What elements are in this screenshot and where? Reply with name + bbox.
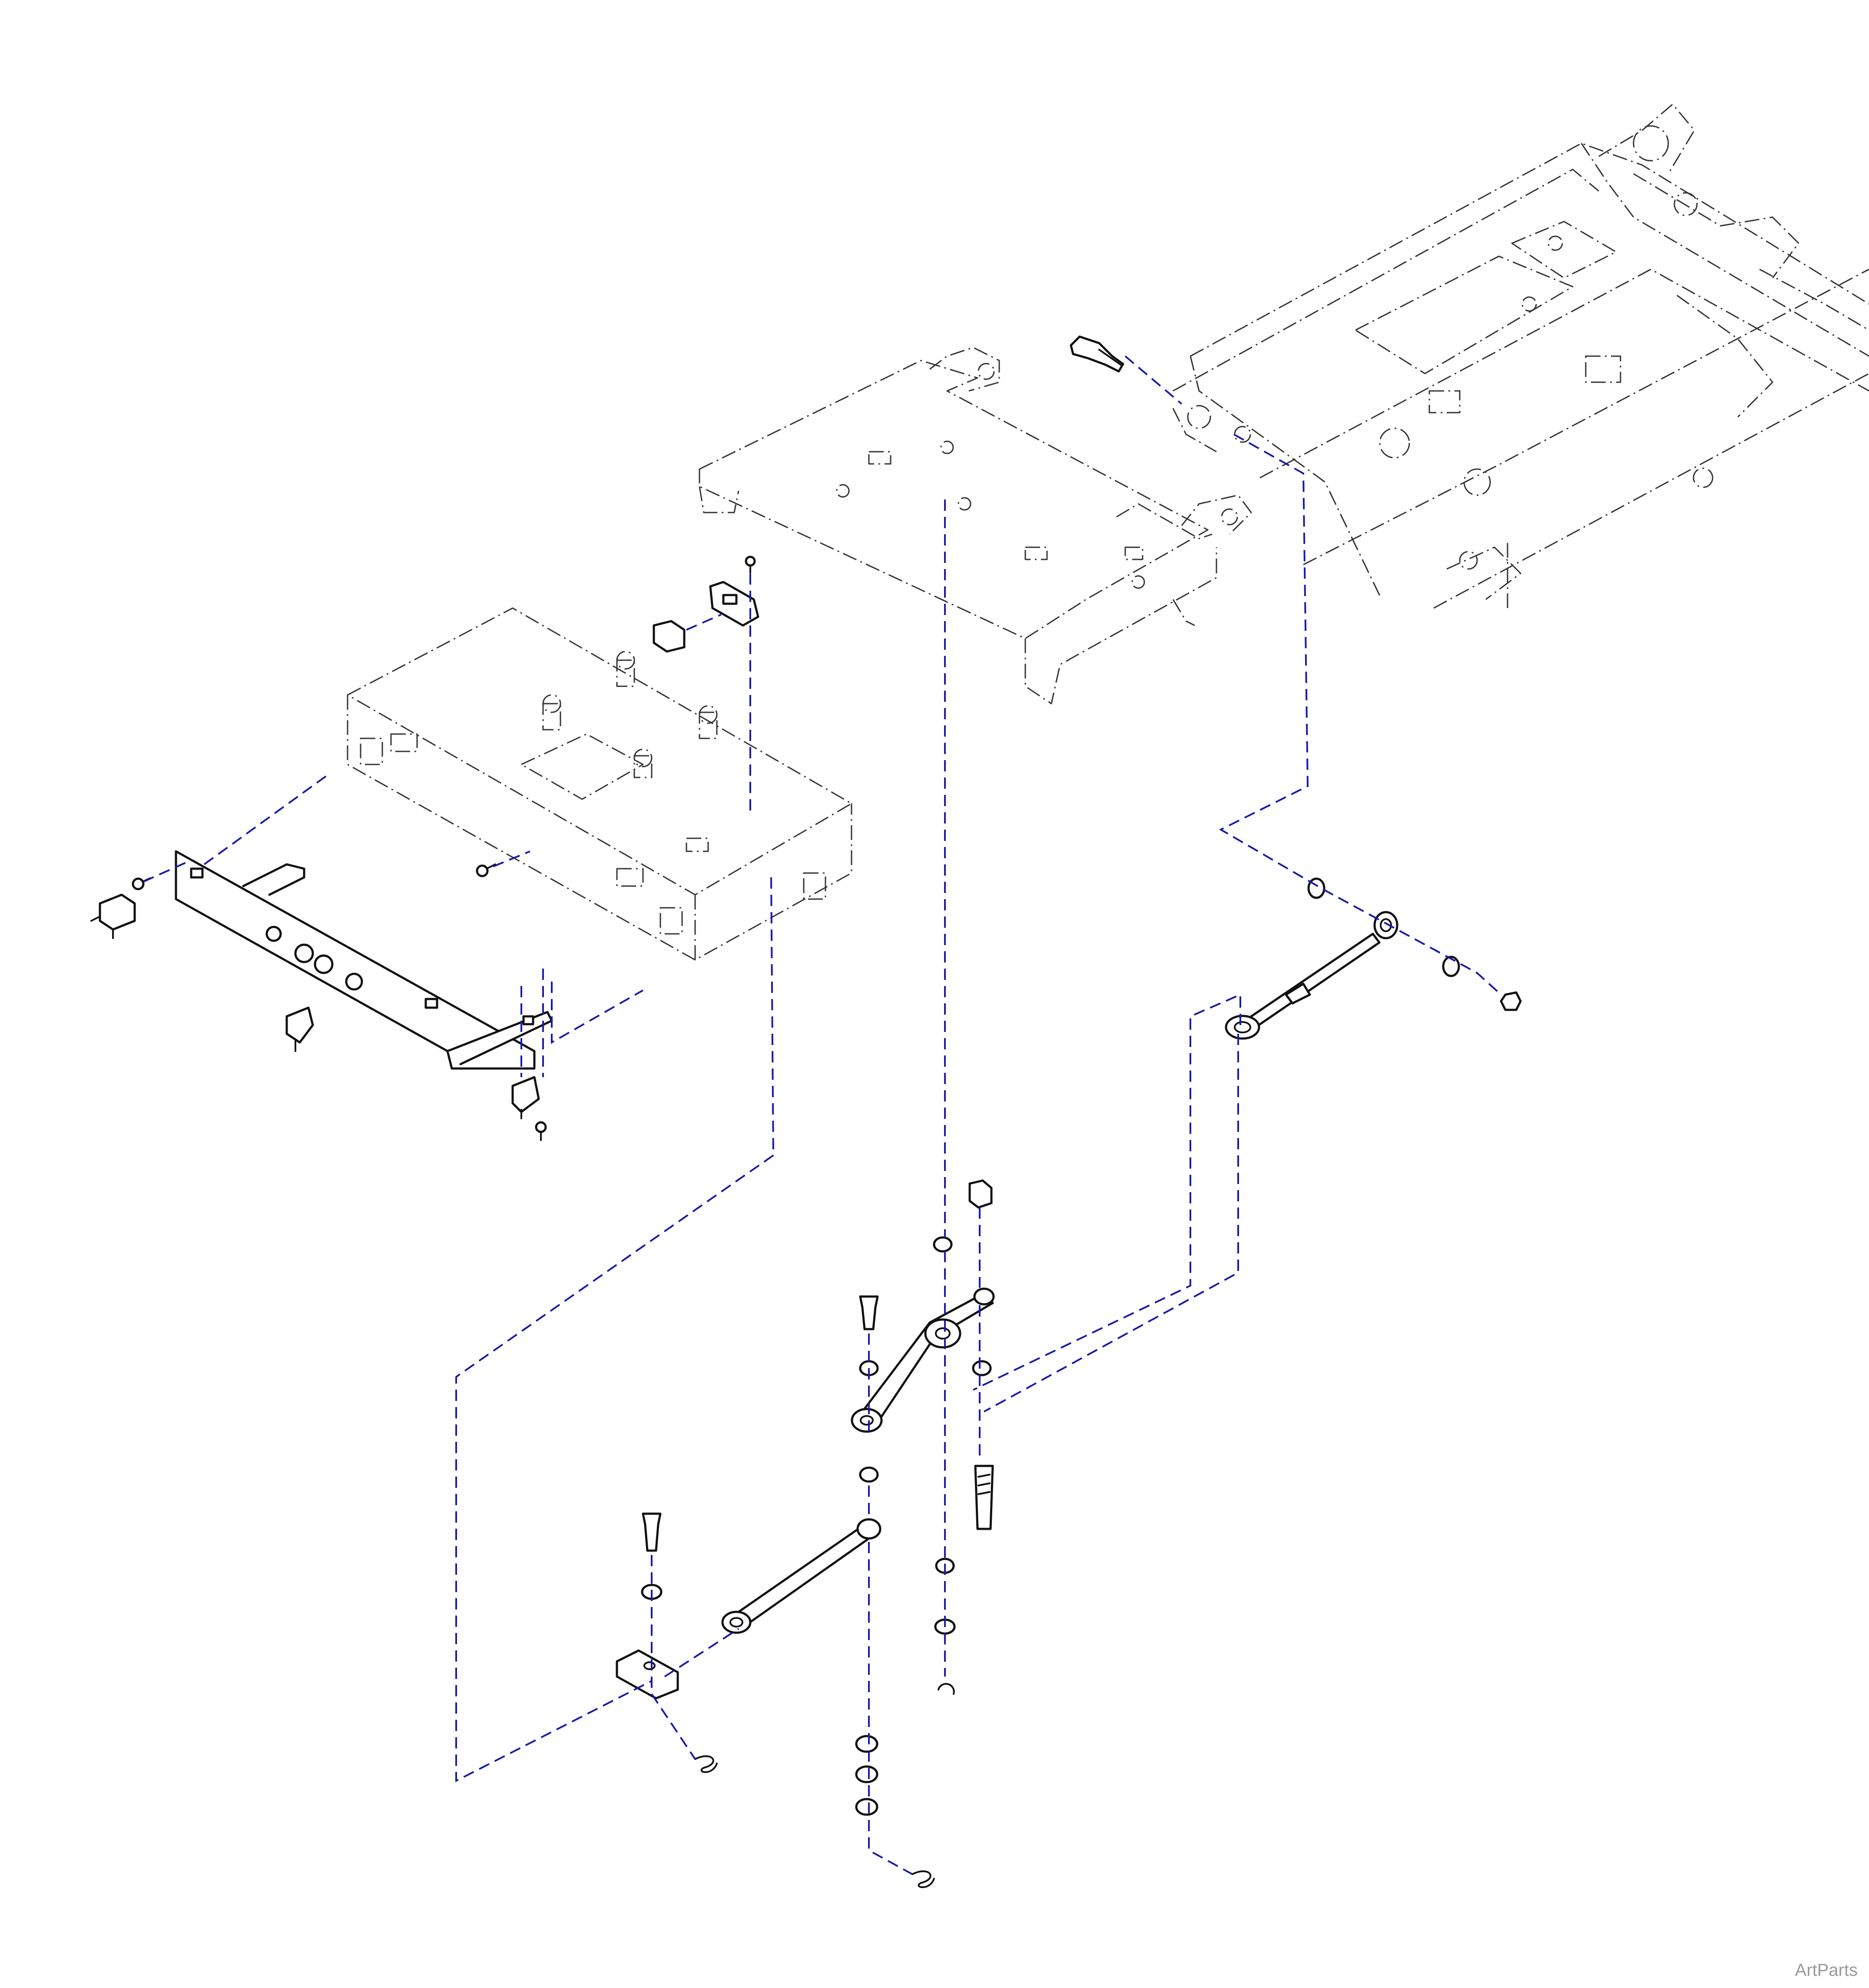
washer-g: [855, 1735, 878, 1753]
tie-rod: [1225, 911, 1398, 1040]
e-clip: [938, 1683, 955, 1695]
switch-lower-right: [511, 1076, 540, 1119]
hair-pin-clip-1: [694, 1755, 718, 1773]
lever-washer-top: [933, 1236, 953, 1253]
washer-c: [859, 1466, 879, 1483]
bushing-b: [972, 1360, 992, 1376]
lever-nut: [968, 1179, 993, 1209]
clevis-pin-upper: [859, 1295, 879, 1330]
clevis-pin-lower: [642, 1512, 662, 1552]
connecting-link: [721, 1518, 881, 1634]
washer-i: [855, 1798, 878, 1816]
switch-left: [90, 893, 136, 939]
hair-pin-clip-2: [911, 1870, 935, 1888]
switch-bracket-plate: [175, 850, 553, 1070]
pivot-bracket: [616, 1649, 679, 1700]
washer-h: [855, 1765, 878, 1783]
screw-box: [476, 863, 496, 877]
control-box-ghost: [347, 607, 852, 961]
leader-lines: [143, 355, 1502, 1875]
main-frame-ghost: [1172, 103, 1869, 609]
lever-bolt: [974, 1465, 994, 1530]
switch-bracket-small: [653, 556, 759, 653]
switch-under-plate: [285, 1006, 314, 1052]
bell-crank: [851, 1287, 995, 1433]
seat-plate-ghost: [699, 347, 1252, 705]
rod-bushing-2: [1442, 956, 1460, 977]
screw-lower: [535, 1121, 547, 1141]
watermark: ArtParts: [1795, 1961, 1858, 1980]
frame-bolt: [1070, 335, 1124, 373]
rod-nut: [1500, 991, 1522, 1011]
